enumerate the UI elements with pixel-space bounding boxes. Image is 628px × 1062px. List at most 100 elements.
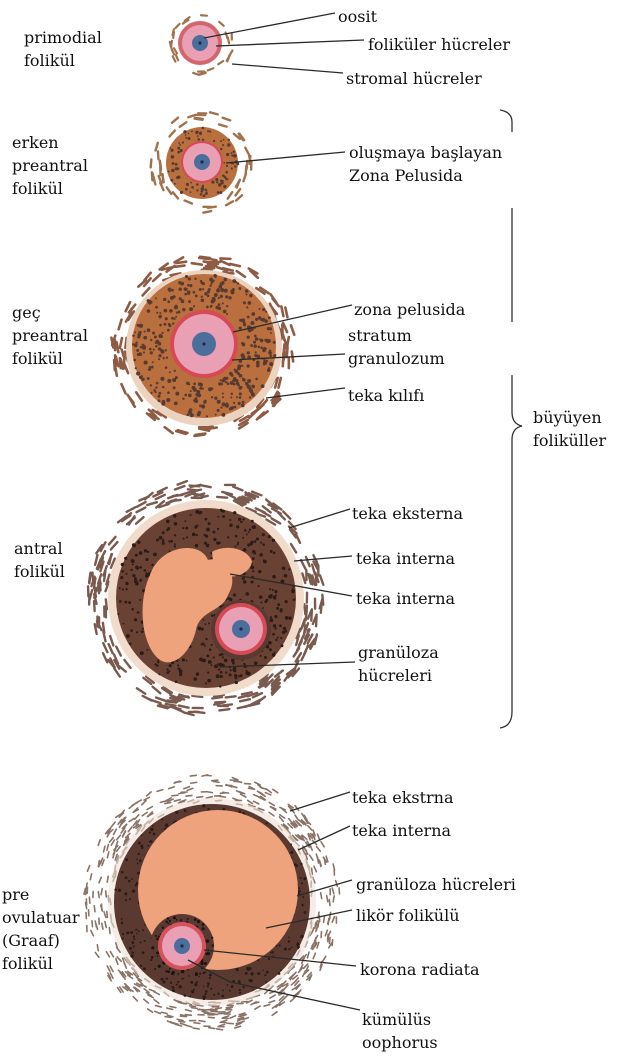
cell-dot bbox=[166, 398, 170, 402]
stroma-cell-mark bbox=[137, 502, 146, 507]
stroma-cell-mark bbox=[217, 497, 227, 498]
cell-dot bbox=[290, 851, 293, 854]
cell-dot bbox=[163, 298, 166, 301]
callout-stromal-hucreler: stromal hücreler bbox=[346, 67, 482, 90]
cell-dot bbox=[243, 323, 246, 326]
cell-dot bbox=[280, 969, 282, 971]
cell-dot bbox=[193, 291, 196, 294]
cell-dot bbox=[243, 580, 247, 584]
cell-dot bbox=[162, 539, 164, 541]
cell-dot bbox=[214, 274, 217, 277]
cell-dot bbox=[158, 342, 162, 346]
cell-dot bbox=[119, 587, 121, 589]
cell-dot bbox=[150, 351, 153, 354]
cell-dot bbox=[152, 361, 154, 363]
cell-dot bbox=[177, 147, 180, 150]
cell-dot bbox=[173, 514, 176, 517]
cell-dot bbox=[190, 182, 192, 184]
cell-dot bbox=[270, 619, 274, 623]
cell-dot bbox=[139, 599, 141, 601]
stroma-cell-mark bbox=[190, 486, 200, 487]
cell-dot bbox=[239, 327, 242, 330]
stroma-cell-mark bbox=[325, 930, 327, 936]
cell-dot bbox=[220, 180, 223, 183]
cell-dot bbox=[131, 878, 133, 880]
stroma-cell-mark bbox=[313, 953, 315, 959]
cell-dot bbox=[158, 399, 161, 402]
cell-dot bbox=[152, 825, 154, 827]
cell-dot bbox=[172, 322, 174, 324]
stroma-cell-mark bbox=[160, 183, 163, 190]
stroma-cell-mark bbox=[191, 782, 197, 783]
cell-dot bbox=[223, 185, 226, 188]
cell-dot bbox=[153, 833, 156, 836]
cell-dot bbox=[131, 608, 134, 611]
cell-dot bbox=[222, 144, 224, 146]
cell-dot bbox=[139, 551, 143, 555]
cell-dot bbox=[235, 281, 237, 283]
cell-dot bbox=[128, 880, 131, 883]
cell-dot bbox=[218, 183, 221, 186]
cell-dot bbox=[177, 981, 179, 983]
cell-dot bbox=[255, 337, 259, 341]
stroma-cell-mark bbox=[219, 22, 224, 26]
stroma-cell-mark bbox=[111, 822, 115, 827]
cell-dot bbox=[174, 534, 176, 536]
cell-dot bbox=[190, 191, 192, 193]
cell-dot bbox=[232, 662, 235, 665]
cell-dot bbox=[225, 381, 227, 383]
cell-dot bbox=[166, 520, 170, 524]
cell-dot bbox=[130, 954, 133, 957]
stroma-cell-mark bbox=[316, 854, 318, 860]
cell-dot bbox=[250, 972, 253, 975]
cell-dot bbox=[231, 167, 233, 169]
cell-dot bbox=[207, 294, 210, 297]
bracket-main bbox=[500, 375, 522, 728]
cell-dot bbox=[133, 945, 135, 947]
cell-dot bbox=[293, 599, 295, 601]
cell-dot bbox=[207, 130, 209, 132]
cell-dot bbox=[246, 306, 248, 308]
stroma-cell-mark bbox=[173, 32, 174, 38]
cell-dot bbox=[183, 130, 186, 133]
cell-dot bbox=[169, 309, 173, 313]
stroma-cell-mark bbox=[148, 1009, 153, 1012]
cell-dot bbox=[261, 384, 265, 388]
stroma-cell-mark bbox=[170, 1006, 176, 1007]
cell-dot bbox=[242, 378, 246, 382]
cell-dot bbox=[205, 623, 207, 625]
cell-dot bbox=[255, 378, 258, 381]
cell-dot bbox=[130, 629, 133, 632]
stroma-cell-mark bbox=[116, 647, 121, 656]
cell-dot bbox=[249, 294, 253, 298]
cell-dot bbox=[202, 660, 204, 662]
stroma-cell-mark bbox=[311, 611, 312, 621]
cell-dot bbox=[164, 309, 168, 313]
cell-dot bbox=[140, 845, 143, 848]
stroma-cell-mark bbox=[304, 604, 305, 614]
cell-dot bbox=[171, 149, 174, 152]
stroma-cell-mark bbox=[272, 1012, 277, 1016]
cell-dot bbox=[176, 176, 179, 179]
cell-dot bbox=[220, 671, 223, 674]
cell-dot bbox=[259, 553, 263, 557]
cell-dot bbox=[154, 335, 157, 338]
cell-dot bbox=[236, 525, 239, 528]
stage-label-antral: antralfolikül bbox=[14, 537, 65, 583]
stroma-cell-mark bbox=[97, 945, 98, 951]
cell-dot bbox=[272, 633, 275, 636]
cell-dot bbox=[232, 163, 234, 165]
stroma-cell-mark bbox=[117, 835, 121, 840]
cell-dot bbox=[249, 967, 252, 970]
cell-dot bbox=[132, 543, 136, 547]
stroma-cell-mark bbox=[192, 263, 202, 264]
stroma-cell-mark bbox=[175, 266, 185, 267]
stroma-cell-mark bbox=[101, 889, 102, 895]
stroma-cell-mark bbox=[89, 573, 90, 583]
cell-dot bbox=[180, 191, 183, 194]
cell-dot bbox=[239, 386, 242, 389]
stroma-cell-mark bbox=[133, 997, 137, 1001]
cell-dot bbox=[270, 550, 273, 553]
cell-dot bbox=[178, 311, 181, 314]
cell-dot bbox=[208, 288, 211, 291]
